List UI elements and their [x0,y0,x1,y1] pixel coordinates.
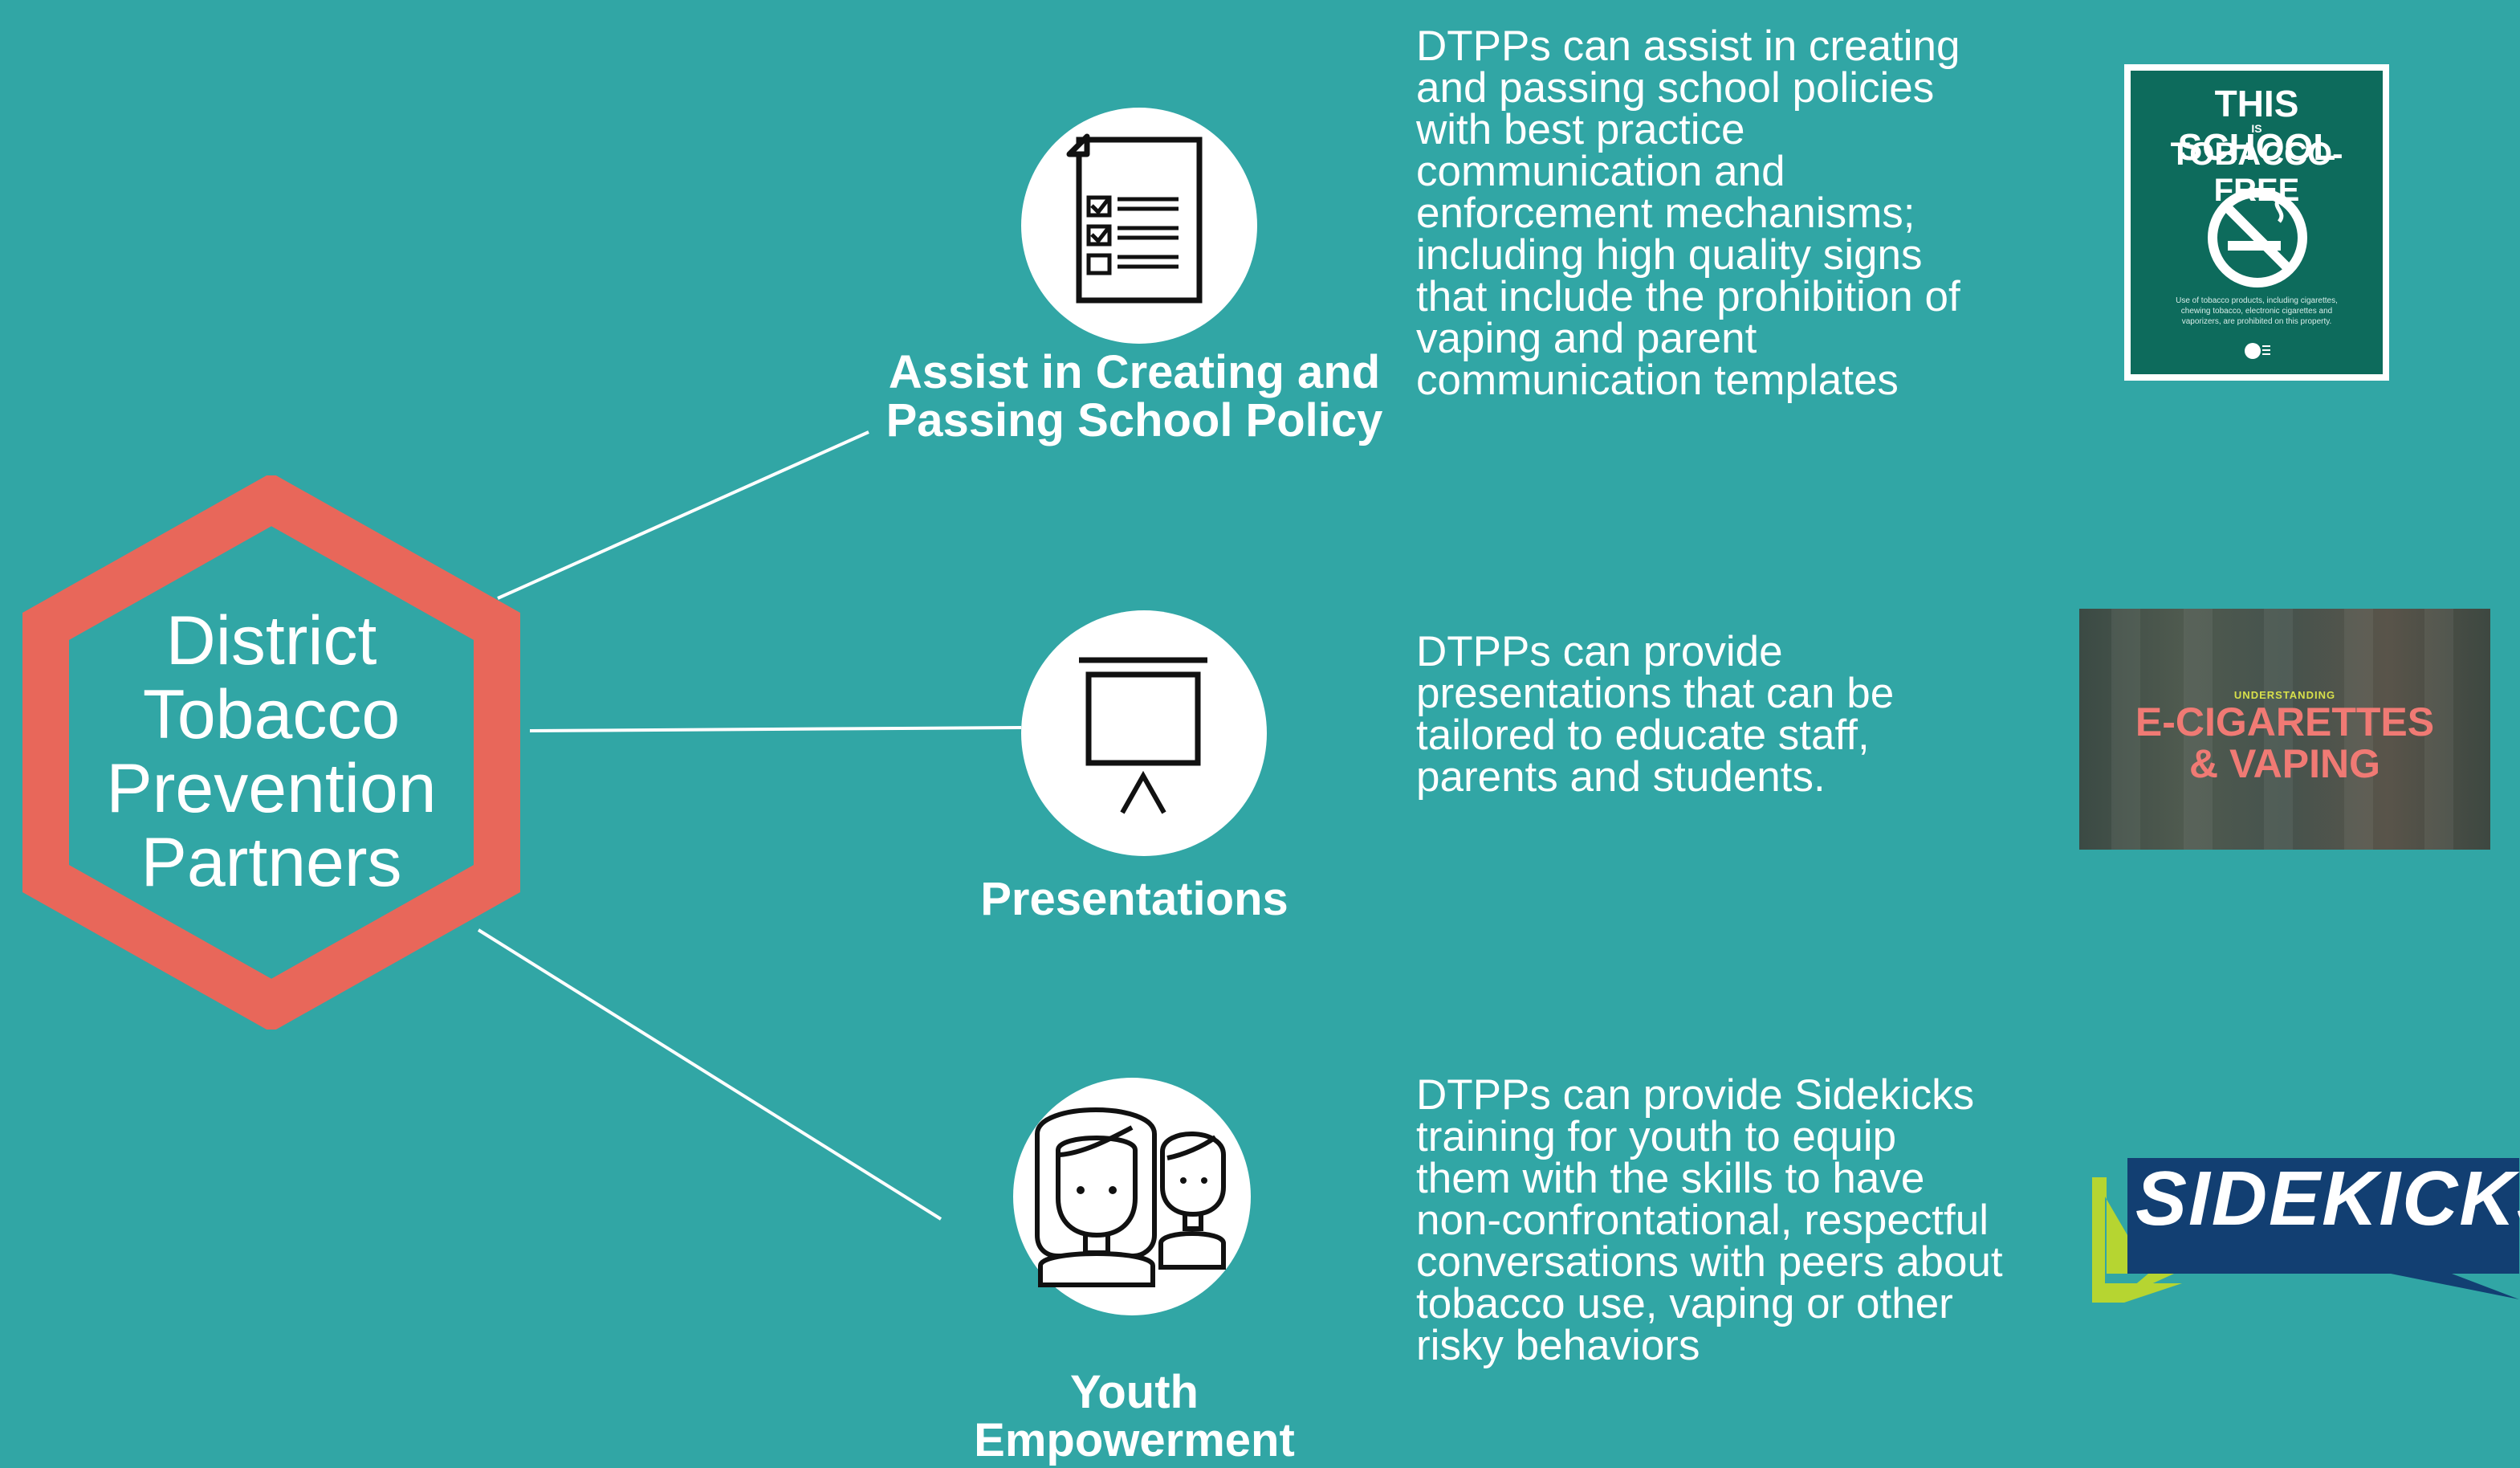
vape-small-text: UNDERSTANDING [2233,689,2336,701]
sign-fine-line: vaporizers, are prohibited on this prope… [2181,317,2332,326]
sign-fine-line: chewing tobacco, electronic cigarettes a… [2180,307,2333,316]
policy-description-line: with best practice [1416,106,1745,153]
policy-label-line: Assist in Creating and [888,346,1381,398]
connector-policy [497,430,869,600]
youth-description-line: conversations with peers about [1416,1238,2003,1286]
presentation-board-icon [1079,657,1207,814]
policy-description-line: communication and [1416,148,1785,195]
hub-title-line: Prevention [106,750,437,827]
presentations-label-line: Presentations [980,873,1288,925]
sidekicks-logo-text: SIDEKICKS [2135,1156,2520,1242]
policy-description-line: vaping and parent [1416,315,1757,362]
e-cigarettes-banner-image: UNDERSTANDING E-CIGARETTES & VAPING [2079,609,2490,850]
policy-description-line: that include the prohibition of [1416,273,1960,320]
tobacco-free-sign-image: THIS SCHOOL IS TOBACCO-FREE Use of tobac… [2124,64,2389,381]
youth-description-line: training for youth to equip [1416,1113,1897,1160]
sign-fine-print: Use of tobacco products, including cigar… [2148,296,2365,327]
policy-description-line: enforcement mechanisms; [1416,190,1915,237]
sign-is: IS [2251,122,2262,135]
youth-icon-circle [1013,1078,1251,1315]
presentations-label: Presentations [931,875,1337,924]
youth-description-line: them with the skills to have [1416,1155,1925,1202]
presentations-description-line: parents and students. [1416,753,1826,801]
hub-hexagon [22,475,520,1030]
policy-description: DTPPs can assist in creating and passing… [1416,22,1960,404]
presentations-description-line: DTPPs can provide [1416,628,1783,675]
hub-title-line: Tobacco [142,676,401,753]
sign-line1: THIS SCHOOL [2177,83,2336,168]
hub-title-line: Partners [140,824,402,901]
checklist-document-icon [1066,133,1203,304]
policy-description-line: DTPPs can assist in creating [1416,22,1960,70]
sign-fine-line: Use of tobacco products, including cigar… [2176,296,2338,305]
presentations-icon-circle [1021,610,1267,856]
youth-description-line: non-confrontational, respectful [1416,1197,1989,1244]
policy-description-line: and passing school policies [1416,64,1935,112]
youth-description-line: risky behaviors [1416,1322,1700,1369]
youth-people-icon [1035,1107,1226,1287]
youth-label-line: Empowerment [974,1414,1295,1466]
seal-icon [2245,343,2270,359]
policy-description-line: communication templates [1416,357,1899,404]
youth-description: DTPPs can provide Sidekicks training for… [1416,1074,2003,1367]
hub-title: District Tobacco Prevention Partners [11,604,531,899]
vape-line2: & VAPING [2189,741,2380,786]
no-smoking-icon [2208,188,2307,287]
youth-label: Youth Empowerment [931,1368,1337,1465]
policy-label-line: Passing School Policy [885,394,1383,447]
youth-description-line: DTPPs can provide Sidekicks [1416,1071,1975,1119]
policy-label: Assist in Creating and Passing School Po… [883,349,1386,445]
connector-presentations [529,726,1022,732]
hub-title-line: District [165,602,377,679]
vape-line1: E-CIGARETTES [2135,699,2435,744]
connector-youth [477,928,942,1221]
presentations-description-line: tailored to educate staff, [1416,712,1870,759]
policy-icon-circle [1021,108,1257,344]
presentations-description: DTPPs can provide presentations that can… [1416,628,1895,801]
sidekicks-logo [2092,1158,2519,1303]
youth-description-line: tobacco use, vaping or other [1416,1280,1953,1327]
youth-label-line: Youth [1070,1366,1199,1418]
policy-description-line: including high quality signs [1416,231,1923,279]
presentations-description-line: presentations that can be [1416,670,1895,717]
